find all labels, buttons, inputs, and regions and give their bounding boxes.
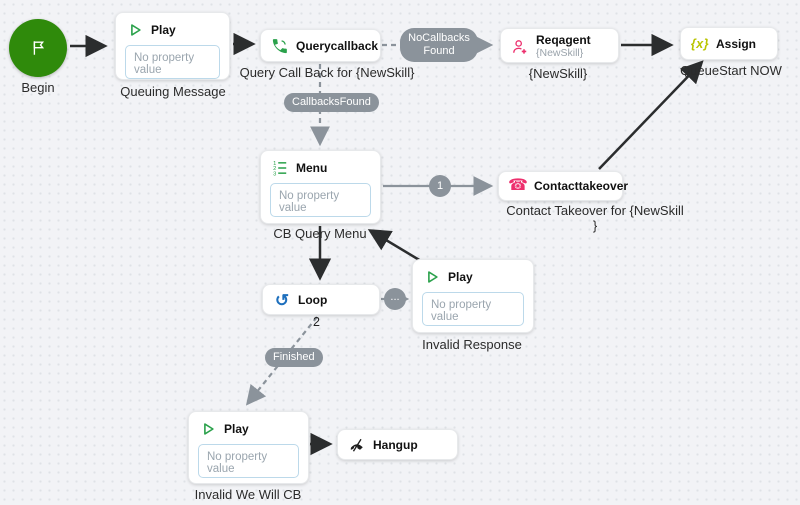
svg-text:3: 3 [273, 171, 276, 176]
assign-variable-icon: {x} [690, 37, 710, 51]
flag-icon [29, 39, 47, 57]
node-label-line1: Contact Takeover for {NewSkill [506, 203, 684, 218]
node-label-menu: CB Query Menu [273, 226, 367, 241]
node-title: Play [151, 23, 176, 37]
node-label-assign: QueueStart NOW [680, 63, 782, 78]
node-title: Reqagent [536, 33, 591, 47]
branch-label-2: 2 [313, 315, 320, 329]
property-field[interactable]: No property value [270, 183, 371, 217]
node-title: Loop [298, 293, 328, 307]
dots-label: ... [390, 290, 400, 303]
branch-pill-1[interactable]: 1 [429, 175, 451, 197]
node-play-queuing[interactable]: Play No property value [115, 12, 230, 80]
node-title: Contacttakeover [534, 179, 629, 193]
telephone-icon: ☎ [508, 177, 528, 194]
loop-icon: ↺ [274, 290, 290, 310]
hangup-icon [348, 436, 366, 454]
branch-pill-finished[interactable]: Finished [265, 348, 323, 367]
node-label-querycallback: Query Call Back for {NewSkill} [239, 65, 415, 80]
node-label-invalid-we-will-cb: Invalid We Will CB [194, 487, 302, 502]
node-label-invalid-response: Invalid Response [422, 337, 522, 352]
property-field[interactable]: No property value [422, 292, 524, 326]
node-begin[interactable] [9, 19, 67, 77]
request-agent-icon [511, 38, 529, 56]
branch-pill-callbacksfound[interactable]: CallbacksFound [284, 93, 379, 112]
node-title: Hangup [373, 438, 418, 452]
node-contacttakeover[interactable]: ☎ Contacttakeover [498, 171, 628, 201]
property-field[interactable]: No property value [198, 444, 299, 478]
branch-pill-dots[interactable]: ... [384, 288, 406, 310]
node-reqagent[interactable]: Reqagent {NewSkill} [500, 28, 619, 63]
node-title: Assign [716, 37, 757, 51]
node-label-reqagent: {NewSkill} [528, 66, 588, 81]
node-title: Querycallback [296, 39, 379, 53]
property-field[interactable]: No property value [125, 45, 220, 79]
node-assign[interactable]: {x} Assign [680, 27, 778, 60]
node-querycallback[interactable]: Querycallback [260, 29, 381, 62]
node-label-queuing-message: Queuing Message [120, 84, 226, 99]
branch-pill-nocallbacksfound[interactable]: NoCallbacksFound [400, 28, 478, 62]
callback-phone-icon [271, 37, 289, 55]
node-play-invalid-response[interactable]: Play No property value [412, 259, 534, 333]
play-icon [423, 268, 441, 286]
play-icon [199, 420, 217, 438]
svg-text:1: 1 [273, 161, 276, 167]
node-label-line2: } [592, 217, 598, 233]
node-title: Menu [296, 161, 328, 175]
node-title: Play [448, 270, 473, 284]
node-play-invalid-cb[interactable]: Play No property value [188, 411, 309, 484]
play-icon [126, 21, 144, 39]
node-label-begin: Begin [21, 80, 55, 95]
node-hangup[interactable]: Hangup [337, 429, 458, 460]
node-title: Play [224, 422, 249, 436]
node-label-contacttakeover: Contact Takeover for {NewSkill } [480, 203, 710, 234]
node-loop[interactable]: ↺ Loop [262, 284, 380, 315]
svg-text:2: 2 [273, 166, 276, 172]
node-subtitle: {NewSkill} [536, 46, 584, 59]
